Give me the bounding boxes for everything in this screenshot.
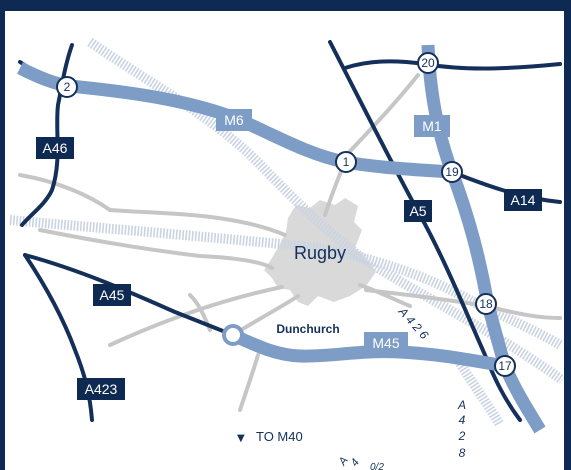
bottom-label-code: 0/2 [370, 462, 384, 470]
minor-road-a426 [358, 283, 412, 308]
junction-20-marker [417, 52, 439, 74]
junction-17-label: 17 [498, 359, 512, 373]
m45-motorway [230, 329, 507, 373]
a5-shield: A5 [404, 200, 432, 222]
dunchurch-roundabout [222, 324, 244, 346]
a46-shield: A46 [36, 137, 74, 159]
frame-right-border [564, 0, 571, 470]
a45-label: A45 [100, 287, 125, 303]
junction-18-label: 18 [479, 297, 493, 311]
a45-road [23, 253, 235, 337]
a423-shield: A423 [77, 378, 125, 400]
a14-shield: A14 [504, 189, 542, 211]
bottom-partial-road-label: A 4 0/2 [336, 455, 384, 470]
frame-left-border [0, 0, 5, 470]
railway-east-west [9, 215, 563, 350]
junction-19-label: 19 [445, 165, 459, 179]
direction-note-to-m40: TO M40 [256, 429, 303, 444]
bottom-label-digit: 4 [349, 457, 362, 469]
a423-label: A423 [85, 381, 118, 397]
a14-road [450, 170, 562, 204]
south-arrow-icon: ▼ [237, 433, 245, 444]
m6-shield: M6 [216, 109, 252, 131]
m45-label: M45 [372, 335, 399, 351]
junction-18-marker [475, 293, 497, 315]
frame-top-border [0, 0, 571, 11]
a428-digit-3: 8 [459, 446, 466, 460]
town-label-rugby: Rugby [294, 243, 346, 263]
minor-road-south-m40 [238, 353, 260, 412]
junction-1-marker [335, 151, 357, 173]
minor-road-west2 [38, 228, 274, 270]
a14-label: A14 [511, 192, 536, 208]
m1-label: M1 [422, 118, 442, 134]
a428-label: A 4 2 8 [457, 398, 466, 460]
a5-road [328, 40, 522, 422]
a46-label: A46 [43, 140, 68, 156]
junction-17-marker [494, 355, 516, 377]
junction-2-marker [56, 76, 78, 98]
m1-shield: M1 [414, 115, 450, 137]
junction-19-marker [441, 161, 463, 183]
a45-shield: A45 [93, 284, 131, 306]
junction-1-label: 1 [343, 155, 350, 169]
a428-digit-2: 2 [458, 429, 466, 443]
a428-digit-1: 4 [459, 413, 466, 427]
minor-road-sw [108, 285, 284, 347]
a5-label: A5 [409, 203, 426, 219]
m45-shield: M45 [364, 332, 408, 354]
minor-road-west [18, 173, 287, 237]
junction-2-label: 2 [64, 80, 71, 94]
railway-south-branch [450, 352, 505, 428]
north-road-j20 [343, 59, 562, 71]
railway-west-coast [87, 37, 564, 385]
a428-letter: A [457, 398, 466, 412]
village-label-dunchurch: Dunchurch [276, 322, 339, 336]
m6-label: M6 [224, 112, 244, 128]
junction-20-label: 20 [421, 56, 435, 70]
m1-motorway [421, 44, 546, 434]
